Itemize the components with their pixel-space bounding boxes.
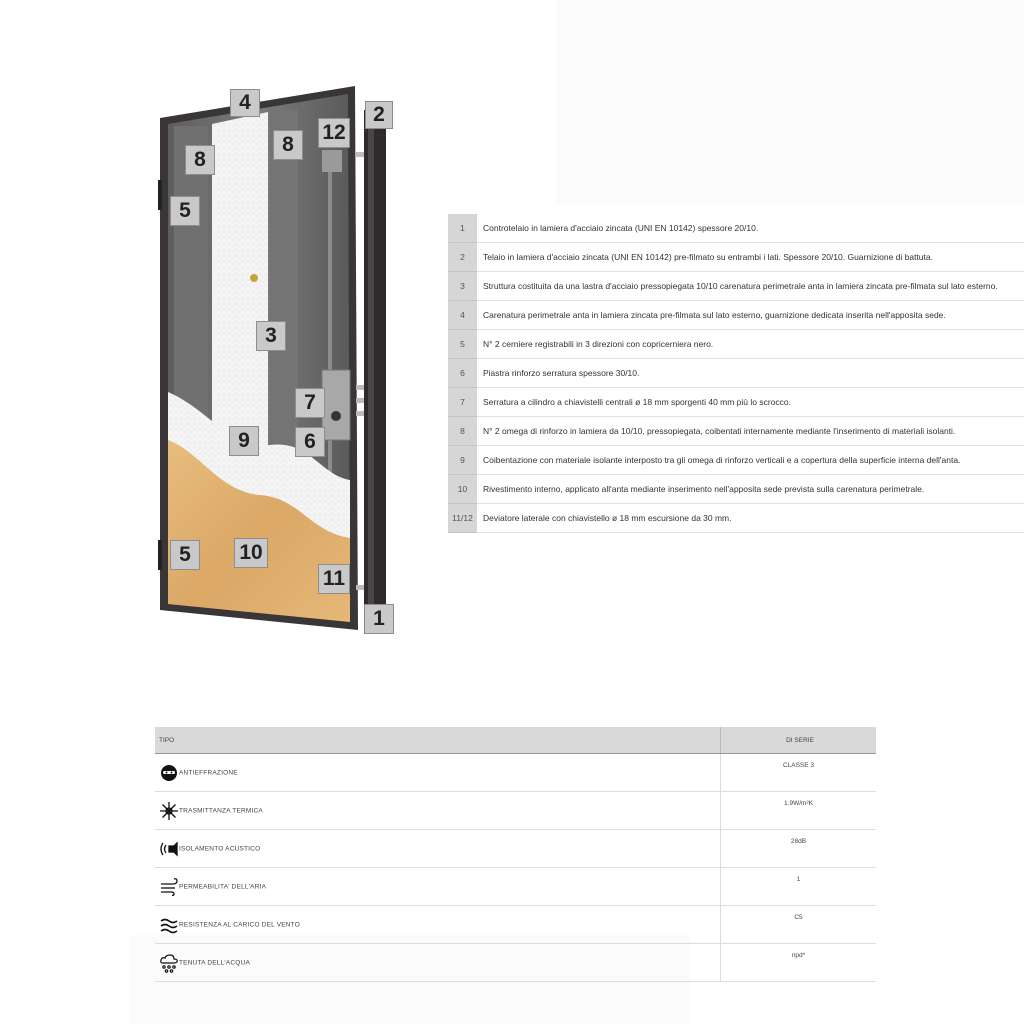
- callout-9: 9: [229, 426, 259, 456]
- perf-label: PERMEABILITA' DELL'ARIA: [179, 883, 267, 890]
- row-description: Rivestimento interno, applicato all'anta…: [477, 474, 1024, 504]
- callout-8: 8: [185, 145, 215, 175]
- perf-label: ANTIEFFRAZIONE: [179, 769, 238, 776]
- perf-label-cell: TENUTA DELL'ACQUA: [155, 943, 721, 982]
- callout-2: 2: [365, 101, 393, 129]
- perf-label: TRASMITTANZA TERMICA: [179, 807, 263, 814]
- callout-3: 3: [256, 321, 286, 351]
- row-number: 6: [448, 358, 477, 388]
- row-number: 3: [448, 271, 477, 301]
- performance-table: TIPO DI SERIE ANTIEFFRAZIONE CLASSE 3 TR…: [155, 727, 876, 982]
- row-description: Deviatore laterale con chiavistello ø 18…: [477, 503, 1024, 533]
- wind-lines-icon: [159, 915, 179, 935]
- perf-label-cell: ISOLAMENTO ACUSTICO: [155, 829, 721, 868]
- perf-value: C5: [720, 905, 876, 944]
- perf-label: TENUTA DELL'ACQUA: [179, 959, 250, 966]
- background-block: [556, 0, 1024, 205]
- callout-6: 6: [295, 427, 325, 457]
- snowflake-sun-icon: [159, 801, 179, 821]
- table-row: TRASMITTANZA TERMICA 1.9W/m²K: [155, 791, 876, 830]
- table-row: ANTIEFFRAZIONE CLASSE 3: [155, 753, 876, 792]
- perf-label-cell: RESISTENZA AL CARICO DEL VENTO: [155, 905, 721, 944]
- burglar-mask-icon: [159, 763, 179, 783]
- perf-label-cell: ANTIEFFRAZIONE: [155, 753, 721, 792]
- header-value: DI SERIE: [720, 727, 876, 754]
- row-number: 9: [448, 445, 477, 475]
- perf-value: CLASSE 3: [720, 753, 876, 792]
- air-wind-icon: [159, 877, 179, 897]
- table-header-row: TIPO DI SERIE: [155, 727, 876, 754]
- perf-label-cell: TRASMITTANZA TERMICA: [155, 791, 721, 830]
- row-number: 2: [448, 242, 477, 272]
- callout-4: 4: [230, 89, 260, 117]
- callout-1: 1: [364, 604, 394, 634]
- callout-11: 11: [318, 564, 350, 594]
- row-description: N° 2 omega di rinforzo in lamiera da 10/…: [477, 416, 1024, 446]
- table-row: PERMEABILITA' DELL'ARIA 1: [155, 867, 876, 906]
- table-row: RESISTENZA AL CARICO DEL VENTO C5: [155, 905, 876, 944]
- table-row: ISOLAMENTO ACUSTICO 28dB: [155, 829, 876, 868]
- perf-value: 1: [720, 867, 876, 906]
- perf-value: npd*: [720, 943, 876, 982]
- row-number: 10: [448, 474, 477, 504]
- row-description: Coibentazione con materiale isolante int…: [477, 445, 1024, 475]
- door-cutaway-drawing: [158, 86, 386, 630]
- table-row: TENUTA DELL'ACQUA npd*: [155, 943, 876, 982]
- header-type: TIPO: [155, 727, 721, 754]
- row-description: Controtelaio in lamiera d'acciaio zincat…: [477, 214, 1024, 243]
- row-description: Struttura costituita da una lastra d'acc…: [477, 271, 1024, 301]
- sound-waves-icon: [159, 839, 179, 859]
- perf-label: ISOLAMENTO ACUSTICO: [179, 845, 261, 852]
- rain-cloud-icon: [159, 953, 179, 973]
- row-number: 8: [448, 416, 477, 446]
- perf-label-cell: PERMEABILITA' DELL'ARIA: [155, 867, 721, 906]
- row-number: 7: [448, 387, 477, 417]
- callout-5: 5: [170, 196, 200, 226]
- row-number: 4: [448, 300, 477, 330]
- callout-5: 5: [170, 540, 200, 570]
- row-number: 11/12: [448, 503, 477, 533]
- callout-7: 7: [295, 388, 325, 418]
- door-illustration: 4 2 8 8 12 5 3 7 9 6 5 10 11 1: [150, 80, 410, 650]
- perf-value: 28dB: [720, 829, 876, 868]
- row-number: 5: [448, 329, 477, 359]
- callout-12: 12: [318, 118, 350, 148]
- perf-value: 1.9W/m²K: [720, 791, 876, 830]
- row-description: Carenatura perimetrale anta in lamiera z…: [477, 300, 1024, 330]
- callout-10: 10: [234, 538, 268, 568]
- row-description: Piastra rinforzo serratura spessore 30/1…: [477, 358, 1024, 388]
- row-number: 1: [448, 214, 477, 243]
- row-description: N° 2 cerniere registrabili in 3 direzion…: [477, 329, 1024, 359]
- perf-label: RESISTENZA AL CARICO DEL VENTO: [179, 921, 300, 928]
- callout-8: 8: [273, 130, 303, 160]
- row-description: Telaio in lamiera d'acciaio zincata (UNI…: [477, 242, 1024, 272]
- row-description: Serratura a cilindro a chiavistelli cent…: [477, 387, 1024, 417]
